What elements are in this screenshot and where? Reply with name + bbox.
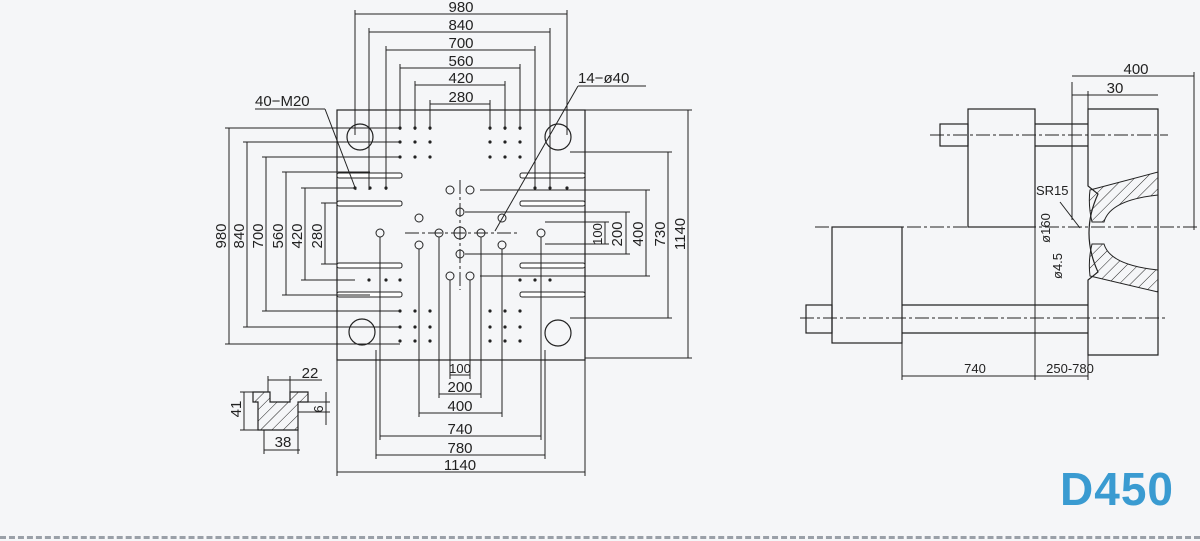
dim-bottom-200: 200 — [447, 379, 472, 396]
bottom-dimensions: 100 200 400 740 780 1140 — [336, 237, 586, 476]
bolt-hole — [488, 325, 492, 329]
tie-bar-hole — [544, 319, 572, 347]
bolt-hole — [367, 278, 371, 282]
dim-side-250-780: 250-780 — [1046, 361, 1094, 376]
left-dimensions: 980 840 700 560 420 280 — [213, 127, 400, 345]
dim-bottom-740: 740 — [447, 421, 472, 438]
dim-right-1140: 1140 — [672, 218, 689, 250]
bolt-hole — [488, 140, 492, 144]
bolt-hole — [518, 278, 522, 282]
dim-left-840: 840 — [231, 223, 248, 248]
tie-bar-hole — [544, 123, 572, 151]
dim-bottom-100: 100 — [449, 361, 471, 376]
dim-slot-6: 6 — [311, 405, 326, 412]
dim-top-700: 700 — [448, 35, 473, 52]
dim-top-840: 840 — [448, 17, 473, 34]
dim-side-sr15: SR15 — [1036, 183, 1069, 198]
dim-right-100: 100 — [590, 223, 605, 245]
bolt-hole — [488, 339, 492, 343]
bolt-hole — [518, 155, 522, 159]
bolt-hole — [533, 278, 537, 282]
dim-slot-22: 22 — [302, 365, 319, 382]
bolt-hole — [488, 309, 492, 313]
side-view: 400 30 SR15 ø160 ø4.5 740 250-780 — [800, 61, 1200, 380]
right-dimensions: 1140 730 400 200 100 — [465, 109, 692, 359]
bolt-hole — [428, 325, 432, 329]
callout-holes: 14−ø40 — [578, 70, 629, 87]
dim-slot-41: 41 — [228, 401, 245, 418]
dim-side-30: 30 — [1107, 80, 1124, 97]
bolt-hole — [413, 325, 417, 329]
bolt-hole — [518, 339, 522, 343]
bolt-hole — [398, 278, 402, 282]
bolt-hole — [413, 309, 417, 313]
bolt-hole — [413, 140, 417, 144]
bolt-hole — [518, 325, 522, 329]
dim-side-740: 740 — [964, 361, 986, 376]
callouts: 40−M20 14−ø40 — [255, 70, 646, 232]
bolt-hole — [503, 155, 507, 159]
bolt-hole — [518, 140, 522, 144]
dim-left-980: 980 — [213, 223, 230, 248]
bolt-hole — [384, 278, 388, 282]
dim-top-560: 560 — [448, 53, 473, 70]
callout-thread: 40−M20 — [255, 93, 310, 110]
dim-side-d160: ø160 — [1038, 213, 1053, 243]
dim-right-200: 200 — [609, 221, 626, 246]
model-title: D450 — [1060, 463, 1174, 515]
dim-top-980: 980 — [448, 0, 473, 16]
bolt-hole — [413, 339, 417, 343]
dim-side-400: 400 — [1123, 61, 1148, 78]
dim-left-700: 700 — [250, 223, 267, 248]
dim-right-730: 730 — [652, 221, 669, 246]
t-slots — [336, 172, 586, 298]
dim-slot-38: 38 — [275, 434, 292, 451]
bolt-hole — [503, 140, 507, 144]
dim-top-420: 420 — [448, 70, 473, 87]
platen-outline — [336, 109, 586, 361]
dim-left-560: 560 — [270, 223, 287, 248]
bolt-hole — [548, 278, 552, 282]
tie-bar-hole — [346, 123, 374, 151]
dim-left-420: 420 — [289, 223, 306, 248]
dim-bottom-780: 780 — [447, 440, 472, 457]
bolt-hole — [488, 155, 492, 159]
bolt-hole — [428, 140, 432, 144]
t-slot-detail: 22 41 6 38 — [228, 365, 330, 454]
dim-bottom-1140: 1140 — [444, 457, 476, 474]
platen-front-view: 980 840 700 560 420 280 — [213, 0, 692, 476]
dim-top-280: 280 — [448, 89, 473, 106]
bolt-hole — [503, 309, 507, 313]
dim-right-400: 400 — [630, 221, 647, 246]
bolt-hole — [503, 325, 507, 329]
bolt-hole — [518, 309, 522, 313]
dim-side-d45: ø4.5 — [1050, 253, 1065, 279]
bolt-hole — [565, 186, 569, 190]
bolt-hole — [428, 155, 432, 159]
top-dimensions: 980 840 700 560 420 280 — [354, 0, 568, 190]
bolt-hole — [398, 339, 402, 343]
bolt-hole — [428, 339, 432, 343]
bolt-hole — [503, 339, 507, 343]
dim-bottom-400: 400 — [447, 398, 472, 415]
bolt-hole — [428, 309, 432, 313]
bolt-hole — [413, 155, 417, 159]
footer-divider — [0, 536, 1200, 539]
tie-bar-hole — [348, 318, 376, 346]
dim-left-280: 280 — [309, 223, 326, 248]
